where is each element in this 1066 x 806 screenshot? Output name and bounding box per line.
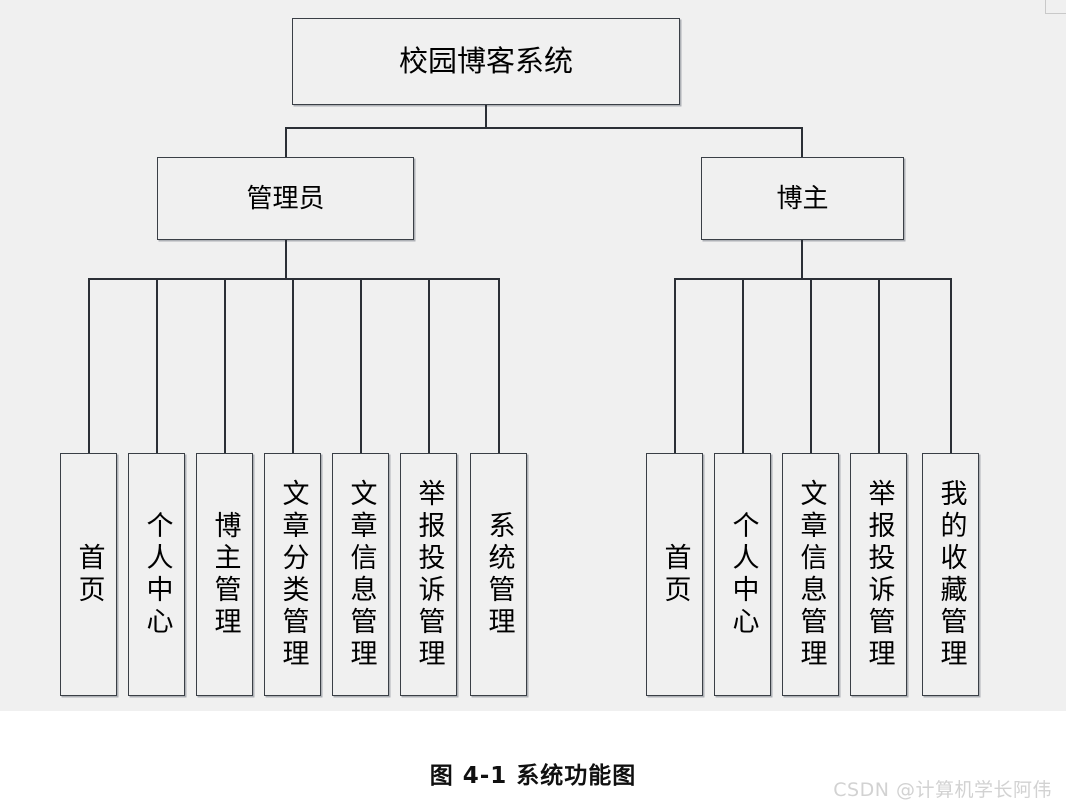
node-leaf-blogger-5-label: 我的收藏管理 xyxy=(935,478,967,671)
connector-admin-drop-1 xyxy=(88,278,90,454)
node-leaf-blogger-4-label: 举报投诉管理 xyxy=(863,478,895,671)
connector-to-blogger xyxy=(801,127,803,158)
node-leaf-admin-3-label: 博主管理 xyxy=(209,510,241,639)
node-leaf-admin-1: 首页 xyxy=(60,453,117,696)
connector-blogger-drop-3 xyxy=(810,278,812,454)
node-leaf-admin-4-label: 文章分类管理 xyxy=(277,478,309,671)
connector-admin-stub xyxy=(285,240,287,279)
connector-to-admin xyxy=(285,127,287,158)
node-leaf-admin-2-label: 个人中心 xyxy=(141,510,173,639)
node-leaf-blogger-1-label: 首页 xyxy=(659,542,691,607)
node-leaf-admin-6: 举报投诉管理 xyxy=(400,453,457,696)
connector-admin-drop-2 xyxy=(156,278,158,454)
figure-caption: 图 4-1 系统功能图 xyxy=(429,763,637,789)
connector-admin-drop-6 xyxy=(428,278,430,454)
connector-root-stub xyxy=(485,105,487,128)
connector-blogger-drop-4 xyxy=(878,278,880,454)
node-root-system: 校园博客系统 xyxy=(292,18,680,105)
node-leaf-admin-2: 个人中心 xyxy=(128,453,185,696)
connector-level2-bar xyxy=(286,127,803,129)
connector-blogger-drop-5 xyxy=(950,278,952,454)
node-leaf-blogger-1: 首页 xyxy=(646,453,703,696)
node-leaf-admin-4: 文章分类管理 xyxy=(264,453,321,696)
node-leaf-blogger-3-label: 文章信息管理 xyxy=(795,478,827,671)
node-leaf-admin-1-label: 首页 xyxy=(73,542,105,607)
node-leaf-blogger-2: 个人中心 xyxy=(714,453,771,696)
node-leaf-admin-5-label: 文章信息管理 xyxy=(345,478,377,671)
diagram-canvas: 校园博客系统 管理员 博主 首页 个人中心 博主管理 文章分类管理 文章信息 xyxy=(0,0,1066,711)
connector-blogger-stub xyxy=(801,240,803,279)
page-corner-mark xyxy=(1045,0,1066,14)
connector-blogger-drop-1 xyxy=(674,278,676,454)
connector-blogger-bar xyxy=(674,278,951,280)
node-leaf-admin-7-label: 系统管理 xyxy=(483,510,515,639)
connector-admin-drop-3 xyxy=(224,278,226,454)
node-leaf-blogger-3: 文章信息管理 xyxy=(782,453,839,696)
node-leaf-admin-6-label: 举报投诉管理 xyxy=(413,478,445,671)
connector-blogger-drop-2 xyxy=(742,278,744,454)
connector-admin-drop-4 xyxy=(292,278,294,454)
node-branch-admin: 管理员 xyxy=(157,157,414,240)
connector-admin-drop-7 xyxy=(498,278,500,454)
csdn-watermark: CSDN @计算机学长阿伟 xyxy=(833,779,1052,801)
node-branch-admin-label: 管理员 xyxy=(246,183,325,214)
node-branch-blogger-label: 博主 xyxy=(776,183,829,214)
node-root-label: 校园博客系统 xyxy=(398,44,573,78)
node-leaf-blogger-5: 我的收藏管理 xyxy=(922,453,979,696)
node-leaf-admin-3: 博主管理 xyxy=(196,453,253,696)
node-leaf-blogger-2-label: 个人中心 xyxy=(727,510,759,639)
node-leaf-admin-5: 文章信息管理 xyxy=(332,453,389,696)
node-branch-blogger: 博主 xyxy=(701,157,904,240)
node-leaf-blogger-4: 举报投诉管理 xyxy=(850,453,907,696)
node-leaf-admin-7: 系统管理 xyxy=(470,453,527,696)
connector-admin-bar xyxy=(88,278,500,280)
connector-admin-drop-5 xyxy=(360,278,362,454)
